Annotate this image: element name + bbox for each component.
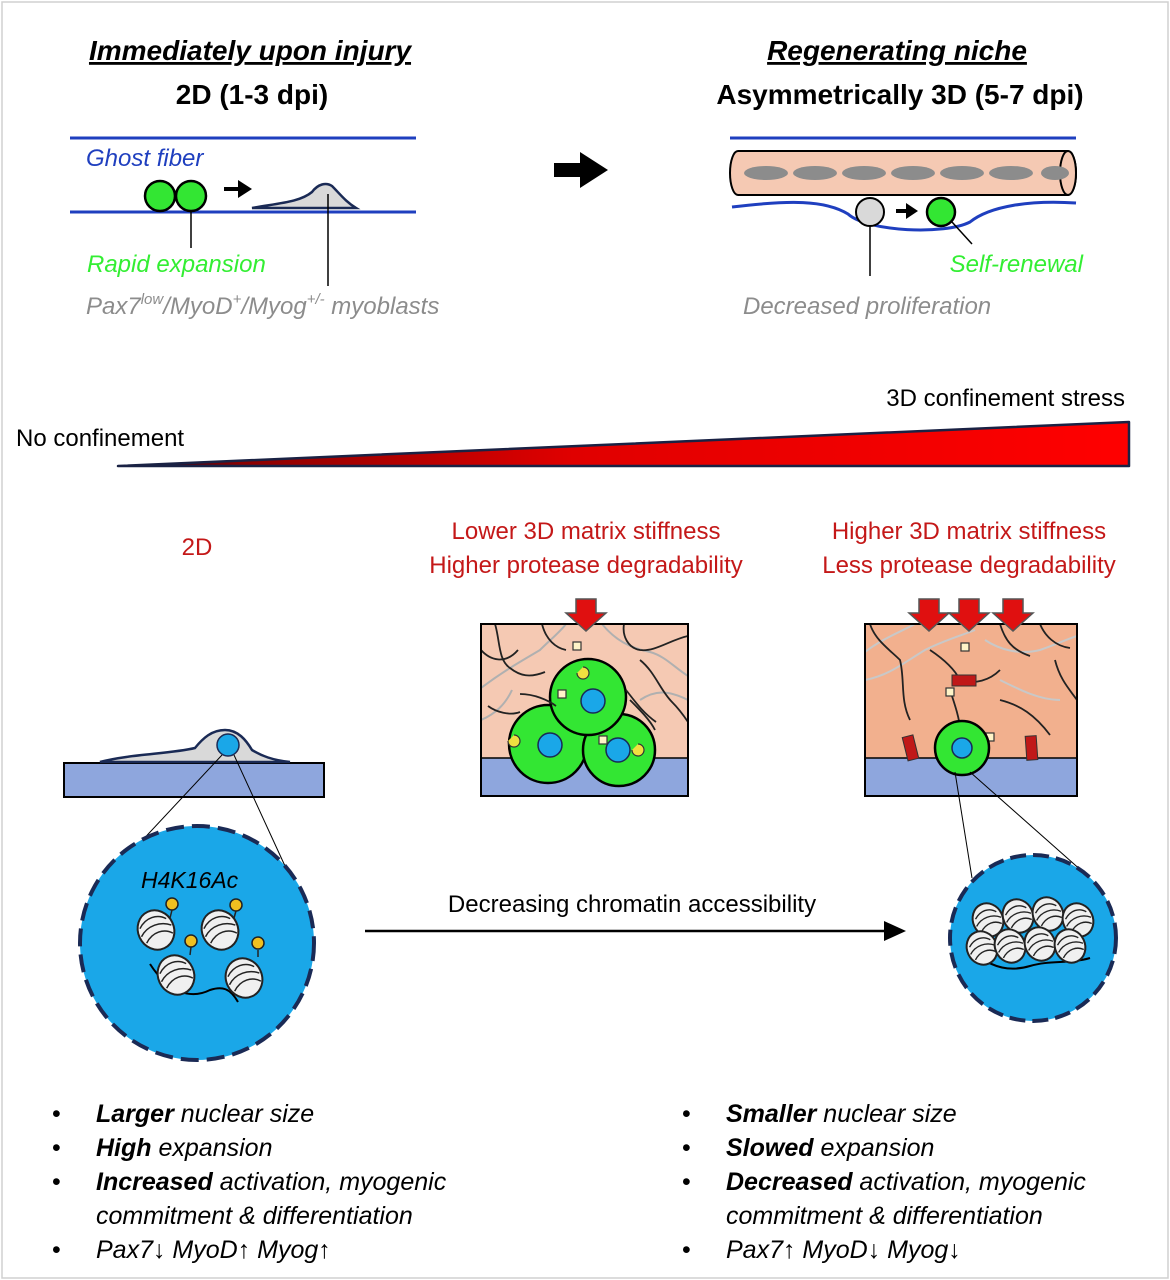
chromatin-accessibility-arrow: Decreasing chromatin accessibility: [365, 891, 906, 941]
bullet-right-1: Smaller nuclear size: [678, 1097, 1138, 1131]
top-left-heading: Immediately upon injury: [89, 35, 412, 66]
nucleosome-2: [200, 909, 240, 951]
bullets-right: Smaller nuclear size Slowed expansion De…: [678, 1097, 1138, 1267]
bullet-right-3: Decreased activation, myogenic commitmen…: [678, 1165, 1138, 1233]
transition-arrow: [554, 152, 608, 188]
decreased-proliferation-label: Decreased proliferation: [743, 293, 991, 320]
crosslink-left: [901, 734, 920, 762]
condition-high-stiffness-line1: Higher 3D matrix stiffness: [832, 518, 1106, 545]
h4k16ac-label: H4K16Ac: [141, 867, 239, 893]
protease-markers: [507, 641, 645, 757]
nucleosome-1: [136, 909, 176, 951]
confinement-wedge: [116, 420, 1131, 468]
condition-high-stiffness-line2: Less protease degradability: [822, 552, 1116, 579]
compact-nucleosomes: [965, 896, 1095, 966]
high-stiffness-matrix: [864, 598, 1084, 879]
expansion-arrow: [224, 180, 252, 198]
self-renewal-pointer: [951, 221, 973, 245]
condition-low-stiffness-line2: Higher protease degradability: [429, 552, 743, 579]
bullet-left-3: Increased activation, myogenic commitmen…: [48, 1165, 498, 1233]
2d-cell-nucleus: [216, 733, 240, 757]
top-right-heading: Regenerating niche: [767, 35, 1027, 66]
confinement-right-label: 3D confinement stress: [886, 385, 1125, 412]
nucleus-3d: [948, 853, 1118, 1023]
bullet-right-2: Slowed expansion: [678, 1131, 1138, 1165]
zoom-line-right-a: [954, 771, 973, 879]
crosslink-center: [951, 674, 977, 687]
bullet-left-2: High expansion: [48, 1131, 498, 1165]
condition-low-stiffness-line1: Lower 3D matrix stiffness: [452, 518, 721, 545]
low-stiffness-matrix: [480, 598, 689, 797]
quiescent-cell: [855, 197, 885, 227]
bullet-right-4: Pax7↑ MyoD↓ Myog↓: [678, 1233, 1138, 1267]
satellite-cell-left: [143, 179, 177, 213]
acetylation-marks: [165, 897, 265, 957]
myoblast-label: Pax7low/MyoD+/Myog+/- myoblasts: [86, 291, 439, 320]
myonuclei: [744, 166, 1069, 180]
top-left-subheading: 2D (1-3 dpi): [176, 79, 328, 110]
self-renewal-label: Self-renewal: [950, 251, 1084, 278]
zoom-line-left-b: [233, 754, 286, 867]
crosslink-right: [1024, 735, 1039, 761]
confinement-left-label: No confinement: [16, 425, 184, 452]
nucleosome-3: [156, 954, 196, 996]
top-right-panel: Regenerating niche Asymmetrically 3D (5-…: [716, 35, 1083, 320]
niche-membrane: [731, 200, 1077, 232]
bullet-left-1: Larger nuclear size: [48, 1097, 498, 1131]
top-left-panel: Immediately upon injury 2D (1-3 dpi) Gho…: [70, 35, 439, 320]
nucleus-bottom-right: [605, 737, 631, 763]
nucleosome-4: [224, 957, 264, 999]
compression-arrows-high: [907, 598, 1035, 633]
self-renewal-arrow: [896, 203, 918, 219]
condition-2d-label: 2D: [182, 534, 213, 561]
nucleus-top: [580, 688, 606, 714]
confinement-gradient: 3D confinement stress No confinement: [16, 385, 1131, 468]
bullets-left: Larger nuclear size High expansion Incre…: [48, 1097, 498, 1267]
confined-cell-nucleus: [951, 737, 973, 759]
nucleus-bottom-left: [537, 732, 563, 758]
compression-arrow-mid: [564, 598, 608, 633]
myoblast-cell: [251, 182, 361, 210]
rapid-expansion-label: Rapid expansion: [87, 251, 266, 278]
top-right-subheading: Asymmetrically 3D (5-7 dpi): [716, 79, 1083, 110]
chromatin-accessibility-label: Decreasing chromatin accessibility: [448, 891, 816, 918]
2d-spread-cell: [99, 728, 291, 764]
self-renewed-cell: [925, 196, 957, 228]
nucleus-2d: H4K16Ac: [78, 824, 316, 1062]
zoom-line-right-b: [969, 771, 1084, 873]
bullet-left-4: Pax7↓ MyoD↑ Myog↑: [48, 1233, 498, 1267]
2d-substrate: [63, 762, 325, 798]
cell-on-2d-substrate: [63, 728, 325, 876]
satellite-cell-right: [174, 179, 208, 213]
ghost-fiber-label: Ghost fiber: [86, 145, 204, 172]
